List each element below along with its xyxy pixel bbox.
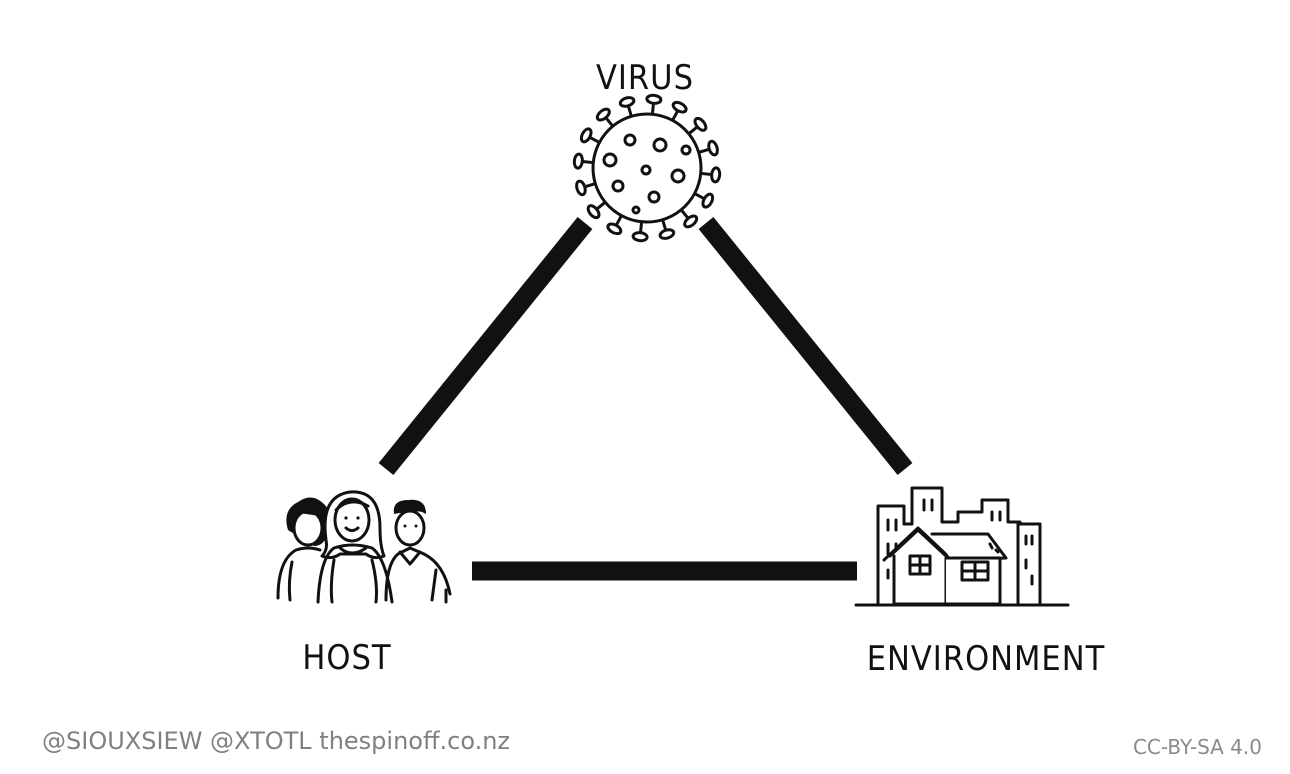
virus-spike-cap (575, 179, 587, 197)
virus-spike-cap (645, 93, 663, 105)
virus-spike-cap (618, 96, 636, 108)
node-label-environment: ENVIRONMENT (867, 639, 1106, 679)
virus-spike-cap (631, 231, 649, 243)
virus-spike-cap (586, 204, 601, 220)
person-left-icon (276, 497, 331, 602)
virus-spike-cap (671, 100, 688, 114)
virus-spike-cap (701, 192, 715, 209)
virus-spike-cap (658, 228, 676, 240)
virus-spike-cap (693, 116, 708, 132)
credit-authors: @SIOUXSIEW @XTOTL thespinoff.co.nz (42, 727, 511, 755)
city-house-icon (854, 486, 1070, 607)
virus-spike-cap (579, 127, 593, 144)
virus-spike-cap (595, 107, 611, 122)
virus-icon (572, 93, 722, 243)
people-icon (276, 490, 452, 604)
edge-virus-host (378, 217, 593, 475)
node-label-virus: VIRUS (596, 58, 694, 98)
virus-spike-cap (606, 222, 623, 236)
person-middle-icon (316, 490, 394, 604)
license-label: CC-BY-SA 4.0 (1132, 735, 1262, 759)
virus-spike-cap (710, 166, 722, 184)
edge-virus-environment (698, 217, 913, 475)
virus-spike-cap (707, 139, 719, 157)
virus-spike-cap (683, 214, 699, 229)
person-right-icon (384, 499, 452, 604)
virus-spike-cap (572, 152, 584, 170)
node-label-host: HOST (302, 638, 391, 678)
